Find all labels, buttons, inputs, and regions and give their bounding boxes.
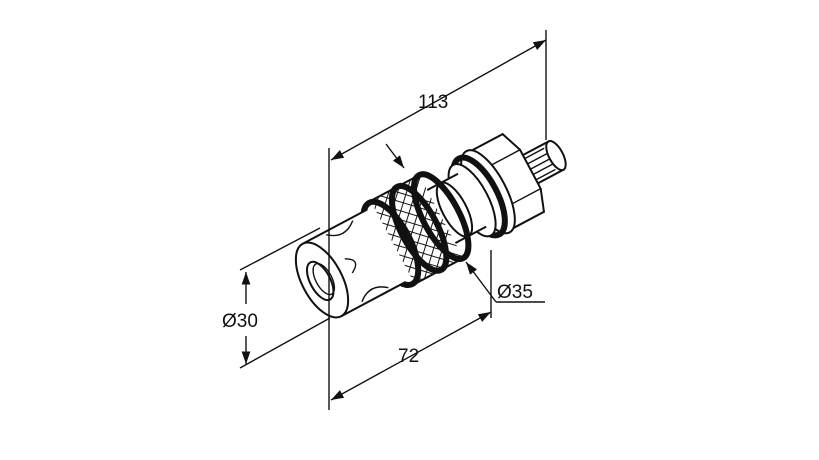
dimension-label-72: 72 [398,346,419,367]
cartridge-part [294,132,567,319]
dimension-113: 113 [328,30,547,410]
dimension-label-113: 113 [418,92,448,113]
dimension-d35: Ø35 [385,143,545,303]
dimension-label-d30: Ø30 [222,311,258,332]
dimension-72: 72 [330,250,492,401]
cap-body [294,209,406,319]
dimension-label-d35: Ø35 [497,282,533,303]
dimension-d30: Ø30 [222,227,331,369]
